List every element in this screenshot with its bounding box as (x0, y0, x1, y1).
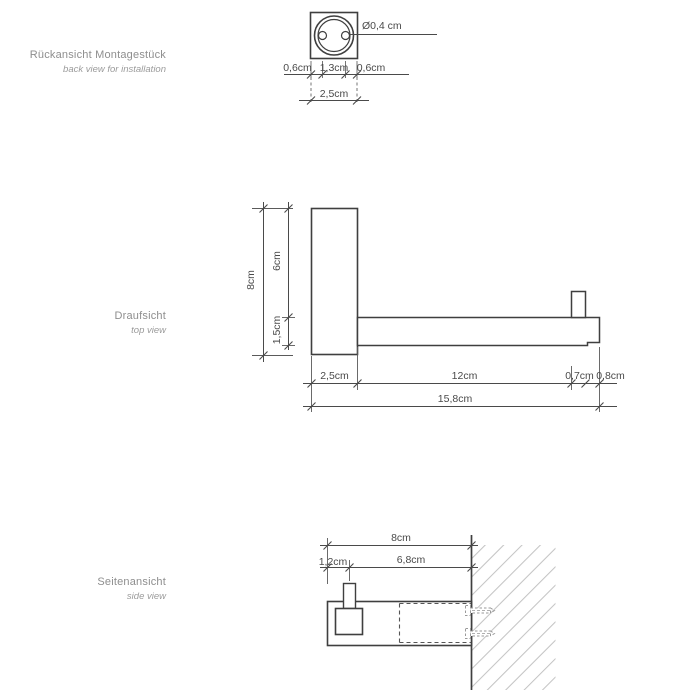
back-view-title-de: Rückansicht Montagestück (29, 49, 166, 61)
hidden-mounting-piece (398, 602, 471, 644)
dim-post-width: 0,7cm (565, 370, 594, 382)
dim-bar-width: 1,5cm (271, 315, 283, 345)
side-view-label: Seitenansicht side view (97, 576, 166, 602)
dim-bar-length: 12cm (451, 370, 478, 382)
dim-plate-width: 8cm (245, 270, 257, 290)
roll-stopper-post (570, 290, 587, 319)
side-view-drawing (326, 535, 556, 690)
side-view-title-de: Seitenansicht (97, 576, 166, 588)
top-view-dimensions (252, 202, 617, 412)
dim-total-width: 2,5cm (319, 88, 349, 100)
top-view-label: Draufsicht top view (114, 310, 166, 336)
dim-edge-left: 0,6cm (283, 62, 312, 74)
top-view-drawing (310, 207, 601, 356)
dim-total-depth: 8cm (391, 532, 411, 544)
mounting-ring-inner (317, 18, 351, 53)
dim-plate-upper: 6cm (271, 251, 283, 271)
dim-front-to-post: 1,2cm (318, 556, 348, 568)
wall-plate (310, 207, 359, 356)
top-view-title-de: Draufsicht (114, 310, 166, 322)
dim-end-width: 0,8cm (596, 370, 625, 382)
holder-bar (356, 316, 601, 347)
roll-stopper-post-side (342, 582, 357, 610)
dim-hole-diameter: Ø0,4 cm (362, 20, 402, 32)
screw-hole-left (317, 30, 328, 41)
screw-hole-right (340, 30, 351, 41)
back-view-drawing (309, 11, 437, 60)
back-view-title-en: back view for installation (63, 64, 166, 75)
wall-hatching (471, 545, 556, 690)
back-view-label: Rückansicht Montagestück back view for i… (30, 49, 166, 75)
anchor-screw-upper (465, 605, 496, 616)
anchor-screw-lower (465, 628, 496, 639)
mounting-plate-square (309, 11, 359, 60)
back-view-dimensions (284, 61, 409, 105)
dim-plate-depth: 2,5cm (320, 370, 349, 382)
dim-post-to-wall: 6,8cm (396, 554, 426, 566)
side-view-title-en: side view (126, 591, 166, 602)
top-view-title-en: top view (131, 325, 166, 336)
dim-total-length: 15,8cm (437, 393, 473, 405)
side-view-dimensions (320, 538, 478, 584)
dim-edge-right: 0,6cm (356, 62, 386, 74)
dim-hole-spacing: 1,3cm (319, 62, 349, 74)
stopper-base-knob (334, 607, 364, 636)
mounting-ring-outer (313, 15, 355, 56)
